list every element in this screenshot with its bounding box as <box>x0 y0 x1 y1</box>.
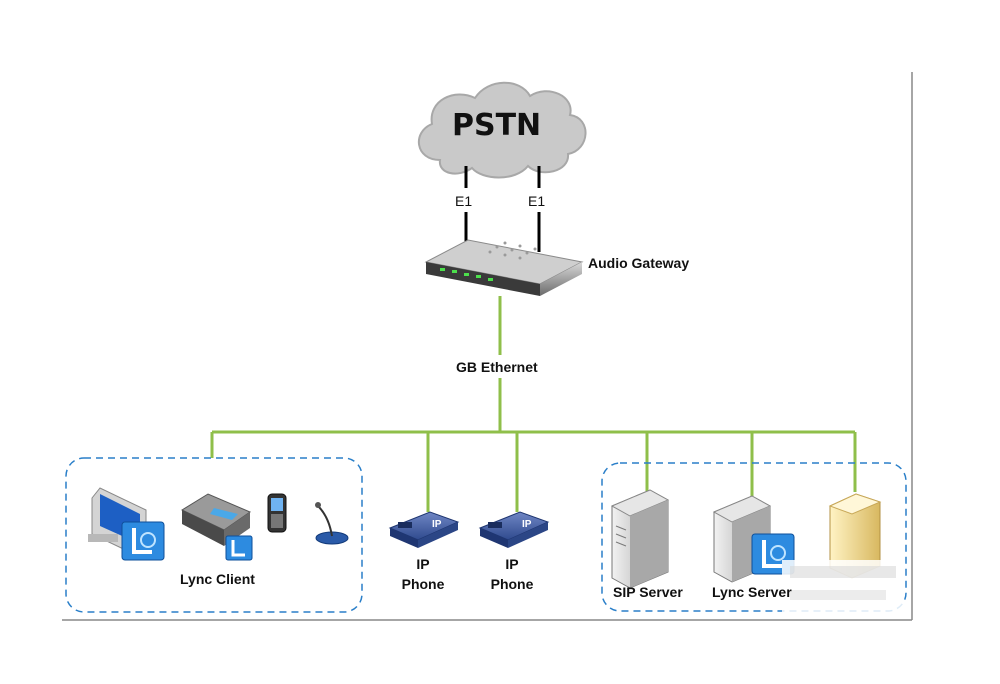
server-group <box>601 462 907 612</box>
ip-phone-2-label-line1: IP <box>505 556 519 572</box>
lync-logo-small-icon <box>225 535 253 561</box>
mobile-phone-icon <box>267 493 287 533</box>
ip-phone-1-label: IP Phone <box>396 554 450 594</box>
ip-phone-1-screen-label: IP <box>432 519 442 530</box>
lync-server-label: Lync Server <box>712 584 792 600</box>
conference-microphone-icon <box>315 502 349 545</box>
pstn-label: PSTN <box>452 108 542 143</box>
pstn-cloud-icon <box>417 81 587 179</box>
ip-phone-2-label-line2: Phone <box>490 576 534 592</box>
sip-server-label: SIP Server <box>613 584 683 600</box>
e1-left-label: E1 <box>455 193 473 209</box>
watermark-overlay <box>782 560 904 614</box>
lync-client-group <box>65 457 363 613</box>
ip-phone-2-icon <box>478 511 550 548</box>
e1-right-label: E1 <box>528 193 546 209</box>
desk-phone-icon <box>180 493 252 546</box>
lync-logo-icon <box>121 521 165 561</box>
ip-phone-2-label: IP Phone <box>485 554 539 594</box>
ip-phone-2-screen-label: IP <box>522 519 532 530</box>
ip-phone-1-label-line1: IP <box>416 556 430 572</box>
gb-ethernet-label: GB Ethernet <box>456 359 538 375</box>
sip-server-icon <box>610 489 670 589</box>
lync-client-label: Lync Client <box>180 571 255 587</box>
ip-phone-1-label-line2: Phone <box>401 576 445 592</box>
ethernet-lines <box>210 296 857 512</box>
audio-gateway-label: Audio Gateway <box>588 255 690 271</box>
audio-gateway-icon <box>424 239 584 296</box>
ip-phone-1-icon <box>388 511 460 548</box>
